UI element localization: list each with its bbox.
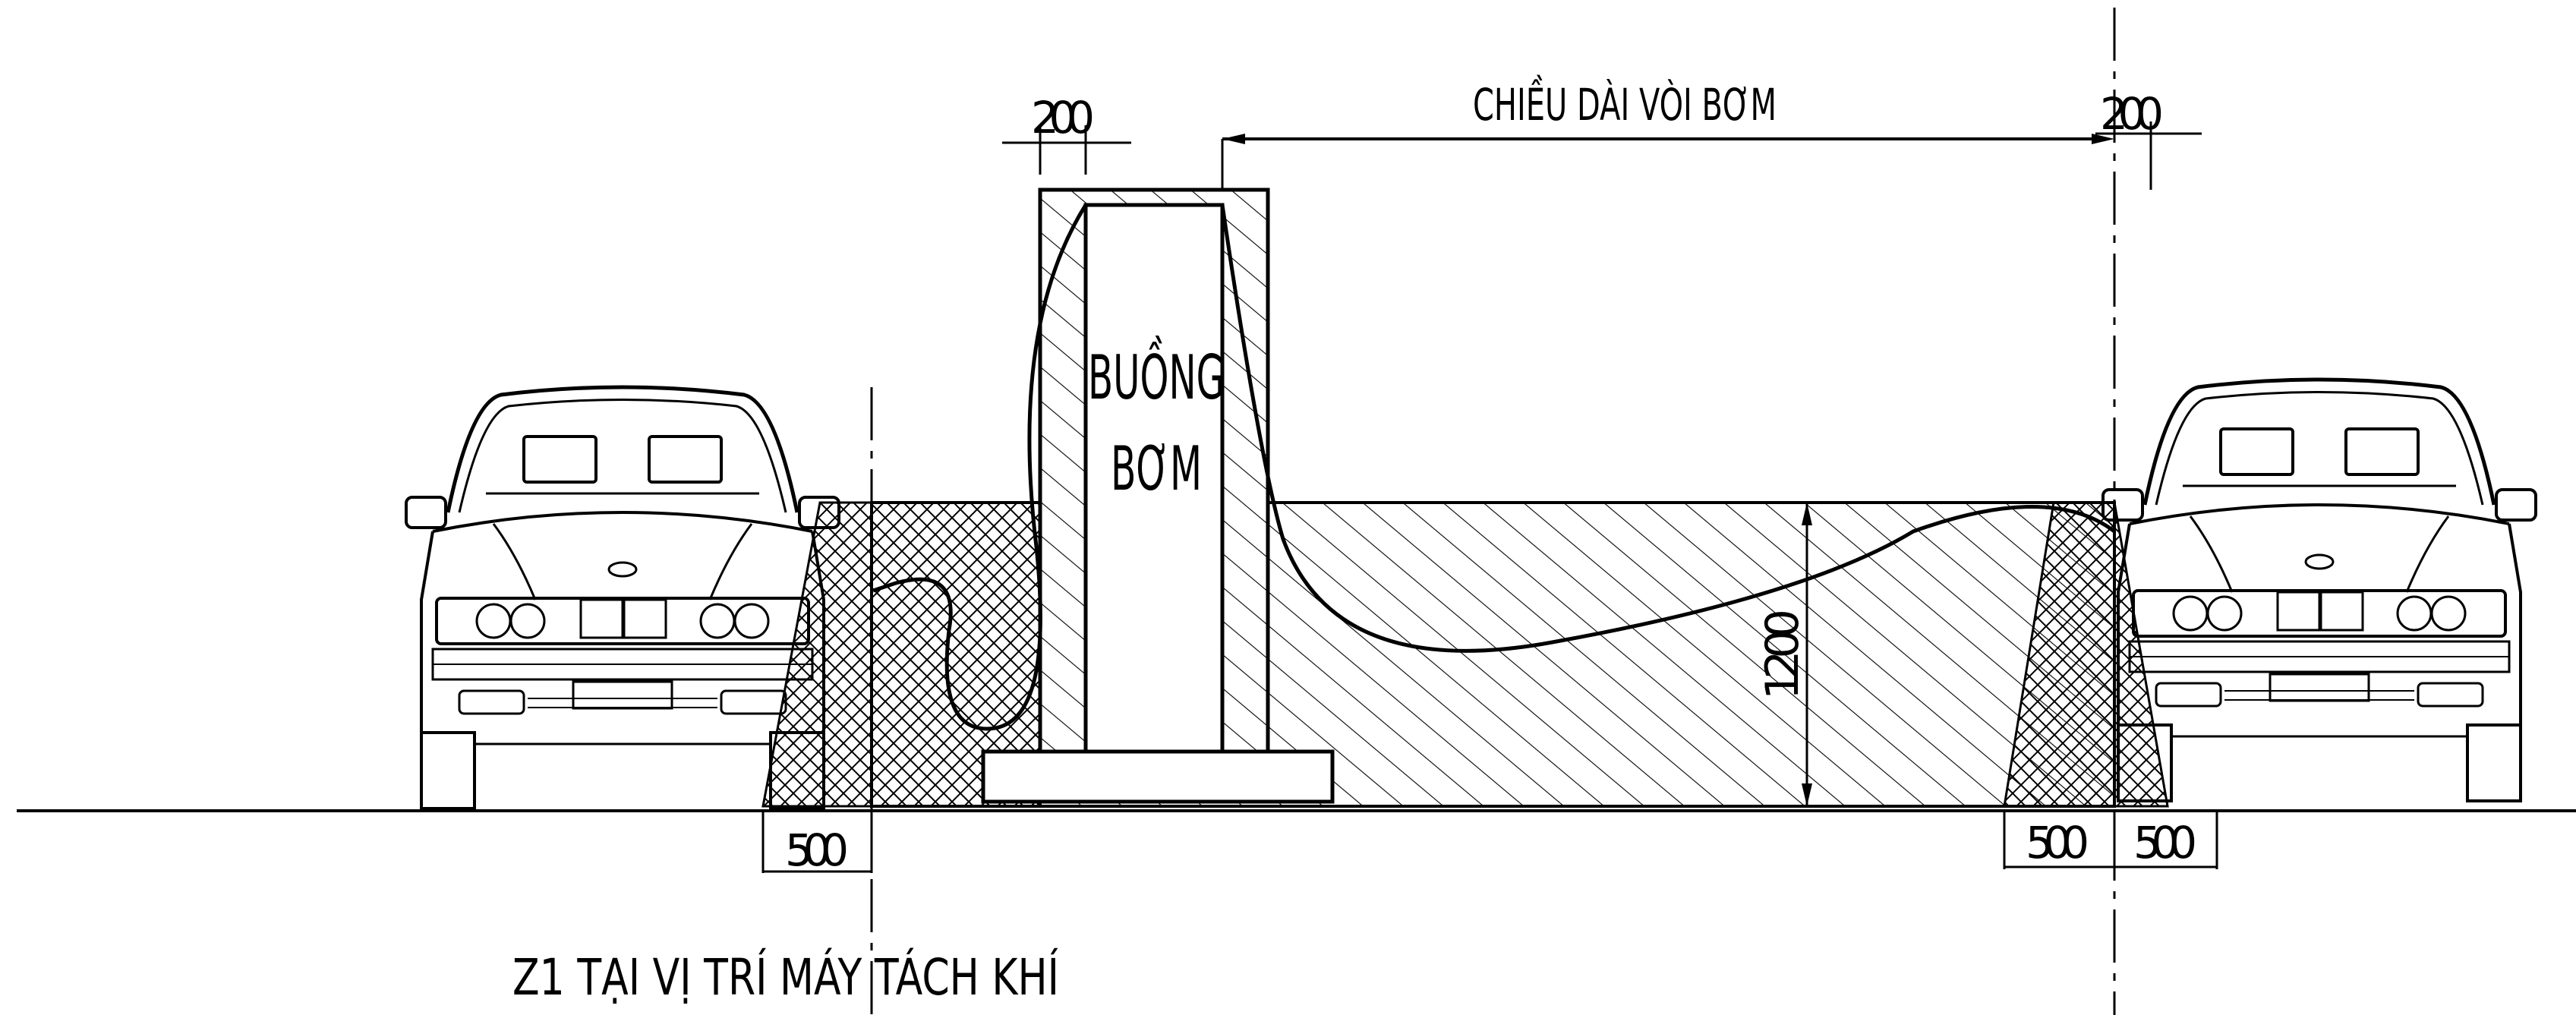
dim-top-right-value: 200 — [2100, 88, 2164, 140]
car-right — [2103, 380, 2536, 801]
dim-top-left-value: 200 — [1031, 92, 1095, 143]
dim-zone-height-value: 1200 — [1756, 609, 1809, 700]
dim-bottom-left: 500 — [761, 811, 873, 876]
dim-top-left: 200 — [1002, 92, 1131, 175]
zone-left — [761, 501, 1042, 808]
dim-top-right: 200 — [2095, 88, 2202, 190]
pump-booth — [981, 188, 1335, 804]
dim-hose-length: CHIỀU DÀI VÒI BƠM — [1221, 74, 2114, 190]
zone-note: Z1 TẠI VỊ TRÍ MÁY TÁCH KHÍ — [512, 947, 1059, 1007]
hose-left — [872, 203, 1088, 731]
dim-zone-height: 1200 — [1756, 503, 1812, 806]
dim-bottom-left-value: 500 — [785, 824, 849, 876]
zone-right — [2003, 501, 2169, 808]
pump-booth-label-line1: BUỒNG — [1088, 336, 1225, 413]
hose-right — [1220, 204, 2116, 653]
dim-bottom-right-value-2: 500 — [2133, 817, 2197, 868]
pump-booth-label-line2: BƠM — [1111, 433, 1202, 504]
dim-bottom-right: 500 500 — [2003, 811, 2218, 869]
hose-length-label: CHIỀU DÀI VÒI BƠM — [1473, 74, 1777, 131]
dim-bottom-right-value-1: 500 — [2026, 817, 2089, 868]
